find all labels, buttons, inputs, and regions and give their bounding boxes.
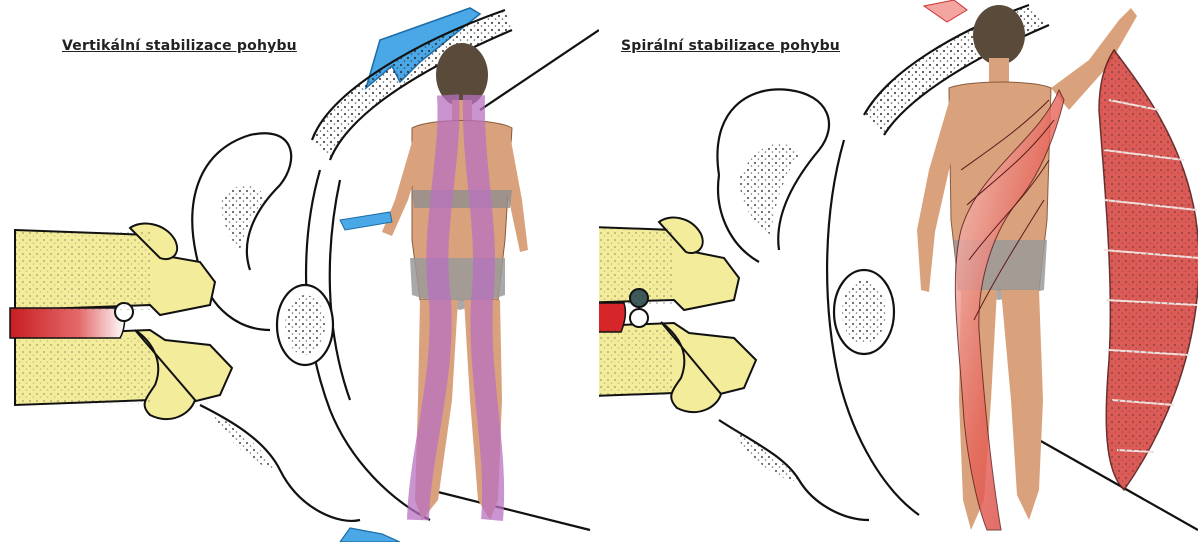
human-back-figure	[340, 43, 528, 520]
vertical-illustration	[0, 0, 599, 542]
spiral-stabilization-panel: Spirální stabilizace pohybu	[599, 0, 1198, 542]
vertical-stabilization-title: Vertikální stabilizace pohybu	[62, 38, 297, 54]
lumbar-vertebra-drawing	[10, 224, 232, 419]
spiral-stabilization-title: Spirální stabilizace pohybu	[621, 38, 840, 54]
muscle-chain-illustration	[1099, 50, 1198, 490]
vertical-stabilization-panel: Vertikální stabilizace pohybu	[0, 0, 599, 542]
lumbar-vertebra-drawing	[599, 218, 756, 413]
blue-arrow-icon	[340, 528, 400, 542]
spiral-illustration	[599, 0, 1198, 542]
